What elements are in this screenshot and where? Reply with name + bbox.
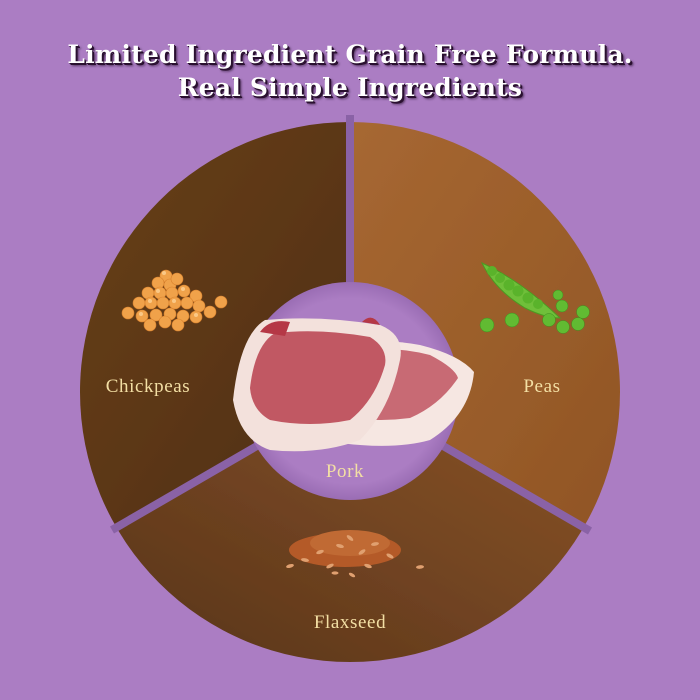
pork-chop-image bbox=[233, 317, 474, 452]
flaxseed-image bbox=[286, 530, 424, 578]
chickpeas-image bbox=[121, 269, 228, 332]
peas-pod-image bbox=[479, 261, 590, 334]
headline: Limited Ingredient Grain Free Formula. R… bbox=[0, 38, 700, 104]
label-peas: Peas bbox=[523, 376, 561, 397]
headline-line-1: Limited Ingredient Grain Free Formula. bbox=[67, 40, 633, 69]
label-flaxseed: Flaxseed bbox=[313, 612, 387, 633]
label-pork: Pork bbox=[325, 461, 365, 482]
headline-line-2: Real Simple Ingredients bbox=[177, 73, 523, 102]
label-chickpeas: Chickpeas bbox=[105, 376, 191, 397]
